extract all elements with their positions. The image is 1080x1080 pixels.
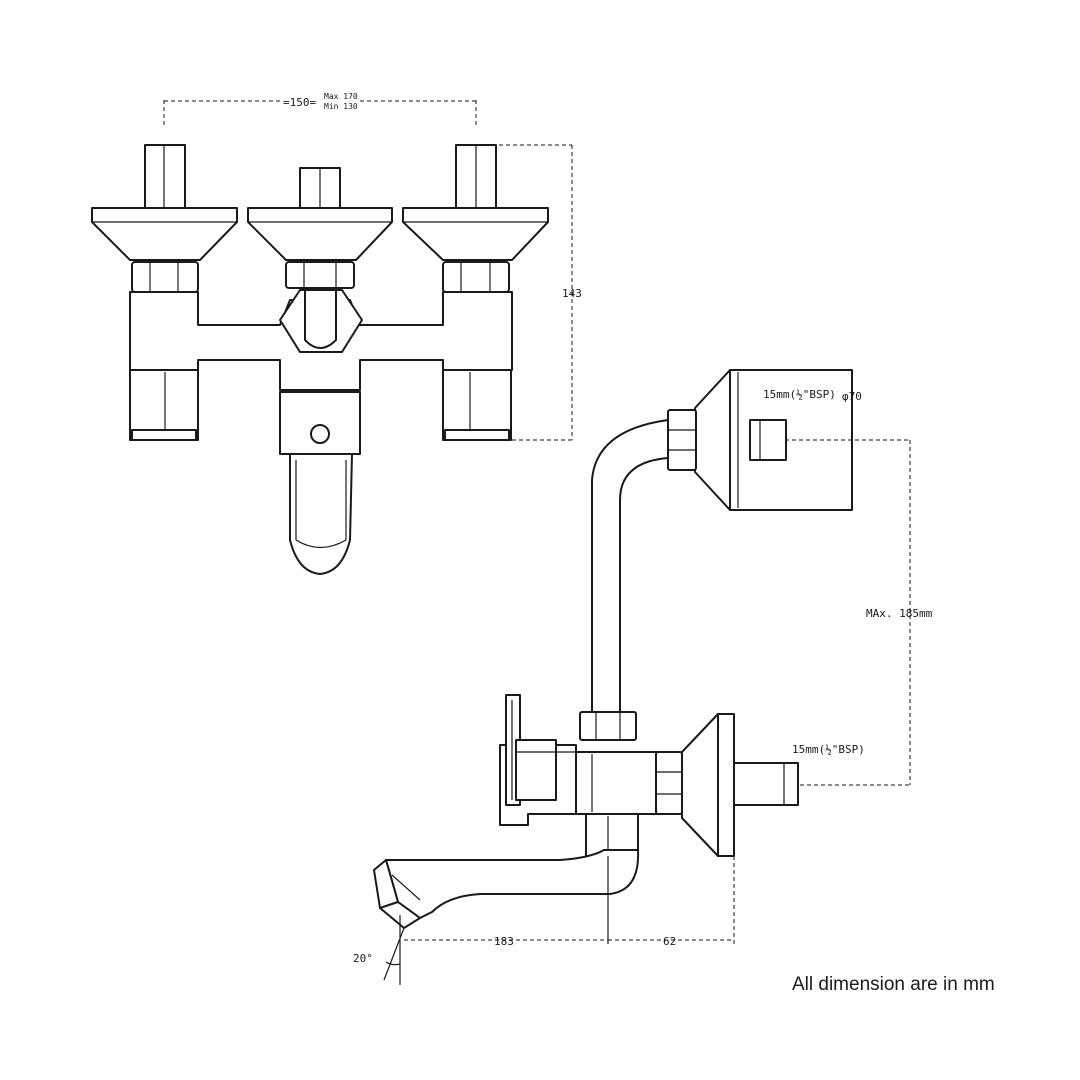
spout-angle-dimension: 20° [353, 915, 405, 985]
max-height-label: MAx. 185mm [866, 607, 933, 620]
centre-outlet [247, 167, 393, 575]
spout-reach-label: 183 [494, 935, 514, 948]
riser-pipe-inner [619, 457, 669, 713]
body-inlet-label: 15mm(½"BSP) [792, 743, 865, 756]
wall-inlet-label: 15mm(½"BSP) [763, 388, 836, 401]
top-spacing-max-label: Max 170 [324, 92, 358, 101]
overall-height-dimension: 143 [492, 144, 582, 441]
spout-angle-label: 20° [353, 952, 373, 965]
front-view: =150= Max 170 Min 130 143 [91, 92, 582, 575]
side-view: 15mm(½"BSP) φ70 MAx. 185mm [353, 369, 933, 985]
top-spacing-label: =150= [283, 96, 316, 109]
overall-height-label: 143 [562, 287, 582, 300]
wall-offset-label: 62 [663, 935, 676, 948]
max-height-dimension: MAx. 185mm [785, 439, 933, 786]
top-spacing-dimension: =150= Max 170 Min 130 [163, 92, 477, 128]
diverter-body [499, 694, 683, 826]
flange-diameter-label: φ70 [842, 390, 862, 403]
spout [373, 813, 640, 929]
top-spacing-min-label: Min 130 [324, 102, 358, 111]
units-note: All dimension are in mm [792, 974, 995, 995]
right-inlet [402, 144, 549, 441]
riser-pipe [591, 419, 669, 713]
left-inlet [91, 144, 238, 441]
reach-dimensions: 183 62 [404, 856, 735, 948]
lower-wall-flange: 15mm(½"BSP) [681, 713, 865, 857]
upper-wall-flange: 15mm(½"BSP) φ70 [667, 369, 862, 511]
